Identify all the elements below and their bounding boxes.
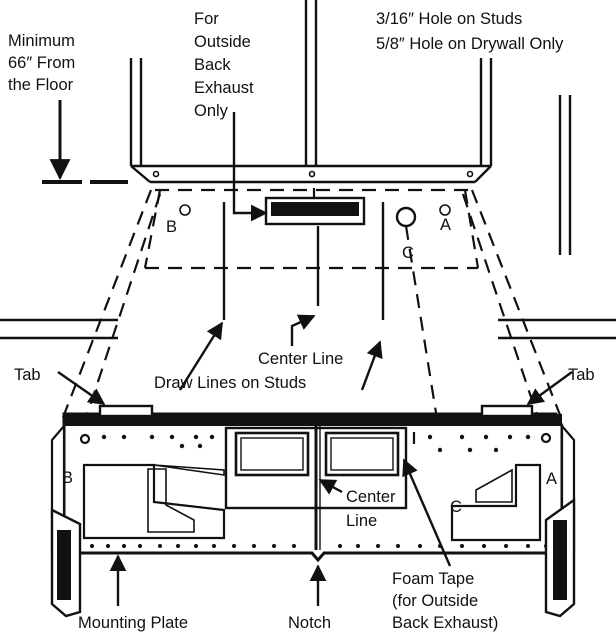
mounting-plate-label: Mounting Plate — [78, 614, 188, 632]
rivet-row-top — [101, 434, 531, 453]
minimum-height-label: Minimum 66″ From the Floor — [8, 32, 80, 94]
center-line-lower-label: Center Line — [346, 488, 400, 530]
tab-right-label: Tab — [568, 366, 595, 384]
tab-arrow-left — [57, 371, 106, 405]
tab-arrow-right — [526, 371, 573, 405]
point-b-lower: B — [62, 469, 73, 487]
hole-studs-label: 3/16″ Hole on Studs — [376, 10, 522, 28]
foam-tape-label: Foam Tape (for Outside Back Exhaust) — [392, 570, 498, 632]
point-c-lower: C — [450, 498, 462, 516]
center-line-arrow-upper — [290, 314, 316, 346]
point-a-lower: A — [546, 470, 557, 488]
left-exhaust-opening — [234, 431, 310, 477]
drywall-hole-c — [395, 206, 417, 228]
center-line-arrow-lower — [318, 478, 343, 495]
center-line-upper-label: Center Line — [258, 350, 343, 368]
point-b-upper: B — [166, 218, 177, 236]
draw-lines-label: Draw Lines on Studs — [154, 374, 306, 392]
left-tab — [98, 404, 154, 418]
draw-lines-arrow-left — [178, 321, 224, 391]
notch-label: Notch — [288, 614, 331, 632]
pointer-arrows — [57, 314, 573, 606]
point-a-upper: A — [440, 216, 451, 234]
right-hanger — [544, 497, 576, 618]
mounting-plate — [50, 404, 576, 618]
wall-layout — [143, 112, 480, 320]
hole-drywall-label: 5/8″ Hole on Drywall Only — [376, 35, 564, 53]
left-hanger — [50, 508, 82, 618]
rivet-row-bottom — [90, 544, 548, 548]
wall-edges — [0, 318, 616, 340]
tab-left-label: Tab — [14, 366, 41, 384]
foam-tape-arrow — [402, 458, 452, 567]
right-tab — [480, 404, 534, 418]
draw-lines-arrow-right — [360, 340, 383, 391]
cabinet — [129, 0, 572, 255]
outside-exhaust-label: For Outside Back Exhaust Only — [194, 10, 258, 120]
point-c-upper: C — [402, 244, 414, 262]
minimum-height-marker — [42, 100, 128, 184]
right-exhaust-opening — [324, 431, 400, 477]
